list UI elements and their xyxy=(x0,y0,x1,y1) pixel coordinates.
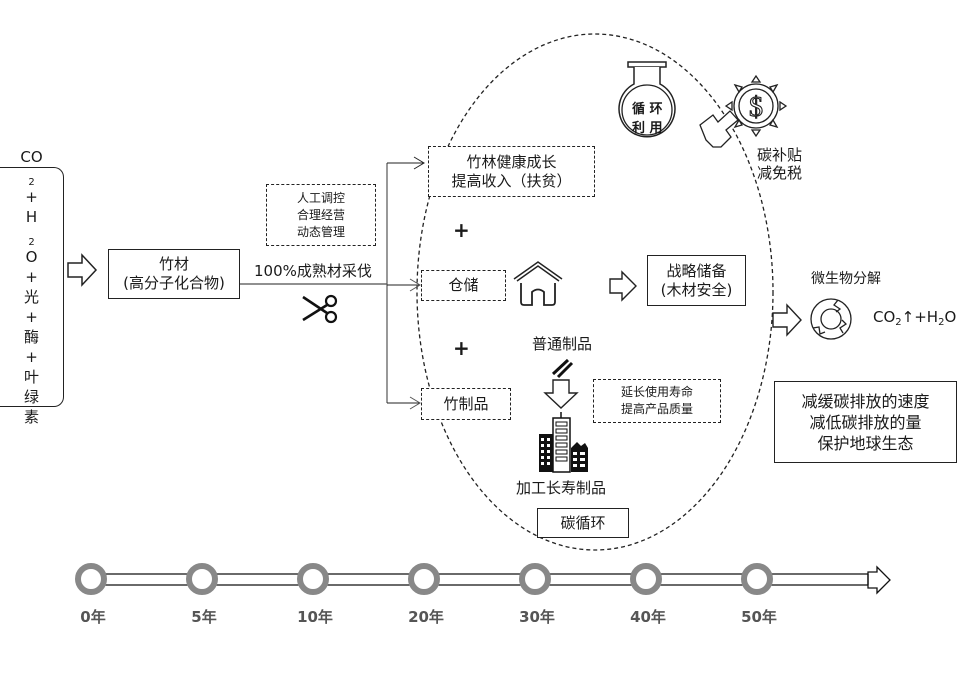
carbon-cycle-ellipse xyxy=(416,33,774,551)
strategic-reserve-title: 战略储备 xyxy=(666,261,727,280)
benefit-line: 保护地球生态 xyxy=(817,433,914,453)
hollow-arrow-down-icon xyxy=(543,379,579,409)
input-enzyme: 酶 xyxy=(23,328,39,346)
svg-text:$: $ xyxy=(749,92,763,123)
input-light: 光 xyxy=(23,288,39,306)
input-chlorophyll-3: 素 xyxy=(23,408,39,426)
timeline-milestone-dot xyxy=(741,563,773,595)
buildings-icon xyxy=(539,412,588,473)
forest-growth-box: 竹林健康成长 提高收入（扶贫） xyxy=(428,146,595,197)
storage-box: 仓储 xyxy=(421,270,506,301)
recycle-use-line2: 利 用 xyxy=(632,121,663,136)
carbon-cycle-box: 碳循环 xyxy=(537,508,629,538)
timeline-label: 5年 xyxy=(191,608,217,626)
longevity-note-box: 延长使用寿命 提高产品质量 xyxy=(593,379,721,423)
hollow-arrow-icon xyxy=(609,270,637,302)
tax-reduction-line: 减免税 xyxy=(757,164,803,182)
timeline-milestone-dot xyxy=(408,563,440,595)
forest-growth-line1: 竹林健康成长 xyxy=(466,152,557,171)
forest-growth-line2: 提高收入（扶贫） xyxy=(451,171,572,190)
timeline-milestone-dot xyxy=(75,563,107,595)
input-plus: + xyxy=(25,348,38,366)
carbon-subsidy-line1: 碳补贴 xyxy=(757,146,803,164)
timeline-milestone-dot xyxy=(630,563,662,595)
microbial-decomposition-label: 微生物分解 xyxy=(811,271,881,287)
timeline-milestone-dot xyxy=(297,563,329,595)
house-icon xyxy=(513,261,563,306)
timeline-label: 20年 xyxy=(408,608,444,626)
management-line: 合理经营 xyxy=(296,207,345,222)
timeline-label: 30年 xyxy=(519,608,555,626)
bamboo-strip-icon xyxy=(551,358,574,379)
branch-arrow-forest xyxy=(387,156,425,170)
recycle-ring-icon xyxy=(810,298,852,340)
hollow-arrow-icon xyxy=(772,303,802,337)
hollow-arrow-icon xyxy=(67,253,98,287)
strategic-reserve-box: 战略储备 (木材安全) xyxy=(647,255,746,306)
bamboo-material-title: 竹材 xyxy=(158,255,189,273)
branch-arrow-products xyxy=(387,396,421,410)
bamboo-products-box: 竹制品 xyxy=(421,388,511,420)
long-life-products-label: 加工长寿制品 xyxy=(516,479,607,497)
input-chlorophyll-1: 叶 xyxy=(23,368,39,386)
strategic-reserve-subtitle: (木材安全) xyxy=(660,280,733,299)
timeline-label: 40年 xyxy=(630,608,666,626)
plus-sign: + xyxy=(453,218,470,242)
input-plus: + xyxy=(25,188,38,206)
input-plus: + xyxy=(25,268,38,286)
timeline-label: 10年 xyxy=(297,608,333,626)
recycle-use-line1: 循 环 xyxy=(632,102,663,117)
benefit-line: 减缓碳排放的速度 xyxy=(801,391,930,411)
input-chlorophyll-2: 绿 xyxy=(23,388,39,406)
timeline-label: 50年 xyxy=(741,608,777,626)
timeline-milestone-dot xyxy=(519,563,551,595)
timeline-milestone-dot xyxy=(186,563,218,595)
recycle-use-label: 循 环 利 用 xyxy=(632,100,663,138)
management-line: 动态管理 xyxy=(296,224,345,239)
carbon-cycle-label: 碳循环 xyxy=(560,513,606,532)
management-note-box: 人工调控 合理经营 动态管理 xyxy=(266,184,376,246)
storage-label: 仓储 xyxy=(448,276,479,294)
timeline-label: 0年 xyxy=(80,608,106,626)
decomposition-result: CO2↑+H2O xyxy=(873,308,957,328)
bamboo-material-box: 竹材 (高分子化合物) xyxy=(108,249,240,299)
bamboo-products-label: 竹制品 xyxy=(443,394,489,413)
flask-icon xyxy=(618,61,676,138)
input-plus: + xyxy=(25,308,38,326)
management-line: 人工调控 xyxy=(296,190,345,205)
branch-arrow-storage xyxy=(387,278,421,292)
harvest-label: 100%成熟材采伐 xyxy=(254,262,372,280)
ordinary-products-label: 普通制品 xyxy=(532,335,593,353)
benefit-line: 减低碳排放的量 xyxy=(809,412,922,432)
scissors-icon xyxy=(302,294,338,324)
longevity-line2: 提高产品质量 xyxy=(620,402,693,416)
plus-sign: + xyxy=(453,336,470,360)
bamboo-material-subtitle: (高分子化合物) xyxy=(123,274,225,292)
dollar-coin-icon: $ xyxy=(724,74,788,138)
timeline-track xyxy=(90,565,891,595)
subsidy-arrow-icon xyxy=(699,110,739,148)
longevity-line1: 延长使用寿命 xyxy=(620,385,693,399)
carbon-subsidy-label: 碳补贴 减免税 xyxy=(757,146,802,182)
benefits-box: 减缓碳排放的速度 减低碳排放的量 保护地球生态 xyxy=(774,381,957,463)
